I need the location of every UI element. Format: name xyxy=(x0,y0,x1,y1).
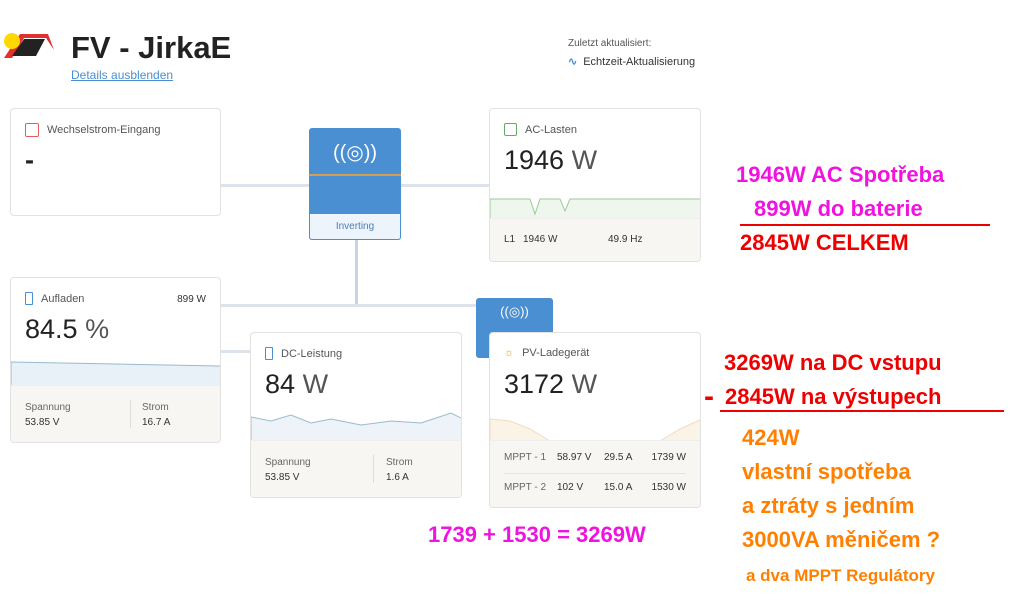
battery-card[interactable]: Aufladen 899 W 84.5 % Spannung 53.85 V S… xyxy=(10,277,221,443)
annotation: 3000VA měničem ? xyxy=(742,527,941,552)
inverter-status: Inverting xyxy=(309,213,401,240)
inverter-box[interactable]: ((◎)) Inverting xyxy=(309,128,401,240)
ac-loads-card[interactable]: AC-Lasten 1946 W L1 1946 W 49.9 Hz xyxy=(489,108,701,262)
sun-icon: ☼ xyxy=(504,347,515,359)
battery-icon xyxy=(25,292,33,305)
victron-logo-icon: ((◎)) xyxy=(332,142,378,164)
annotation: vlastní spotřeba xyxy=(742,459,911,484)
connector xyxy=(220,304,490,307)
ac-loads-sparkline xyxy=(490,198,700,219)
pv-charger-card[interactable]: ☼PV-Ladegerät 3172 W MPPT - 1 58.97 V 29… xyxy=(489,332,701,508)
realtime-toggle[interactable]: ∿Echtzeit-Aktualisierung xyxy=(568,55,696,69)
logo-icon xyxy=(2,28,54,60)
connector xyxy=(220,350,250,353)
battery-icon xyxy=(265,347,273,360)
plug-icon xyxy=(504,123,517,136)
annotation: a dva MPPT Regulátory xyxy=(746,566,935,585)
annotation: 1946W AC Spotřeba xyxy=(736,162,945,187)
annotation: 2845W CELKEM xyxy=(740,230,909,255)
connector xyxy=(355,240,358,306)
pv-sparkline xyxy=(490,418,700,443)
dc-power-sparkline xyxy=(251,412,461,443)
wave-icon: ∿ xyxy=(568,56,578,68)
dc-power-card[interactable]: DC-Leistung 84 W Spannung 53.85 V Strom … xyxy=(250,332,462,498)
mppt-row: MPPT - 2 102 V 15.0 A 1530 W xyxy=(504,482,686,493)
updated-label: Zuletzt aktualisiert: xyxy=(568,38,652,49)
ac-input-card[interactable]: Wechselstrom-Eingang - xyxy=(10,108,221,216)
annotation: 424W xyxy=(742,425,800,450)
page-title: FV - JirkaE xyxy=(71,30,232,65)
annotation: - xyxy=(704,380,714,413)
annotation: a ztráty s jedním xyxy=(742,493,915,518)
annotation: 3269W na DC vstupu xyxy=(724,350,942,375)
annotation: 1739 + 1530 = 3269W xyxy=(428,522,646,547)
victron-logo-icon: ((◎)) xyxy=(500,304,529,319)
battery-sparkline xyxy=(11,361,220,386)
mppt-row: MPPT - 1 58.97 V 29.5 A 1739 W xyxy=(504,452,686,474)
details-link[interactable]: Details ausblenden xyxy=(71,68,174,82)
annotation: 2845W na výstupech xyxy=(725,384,942,409)
annotation: 899W do baterie xyxy=(754,196,923,221)
grid-icon xyxy=(25,123,39,137)
